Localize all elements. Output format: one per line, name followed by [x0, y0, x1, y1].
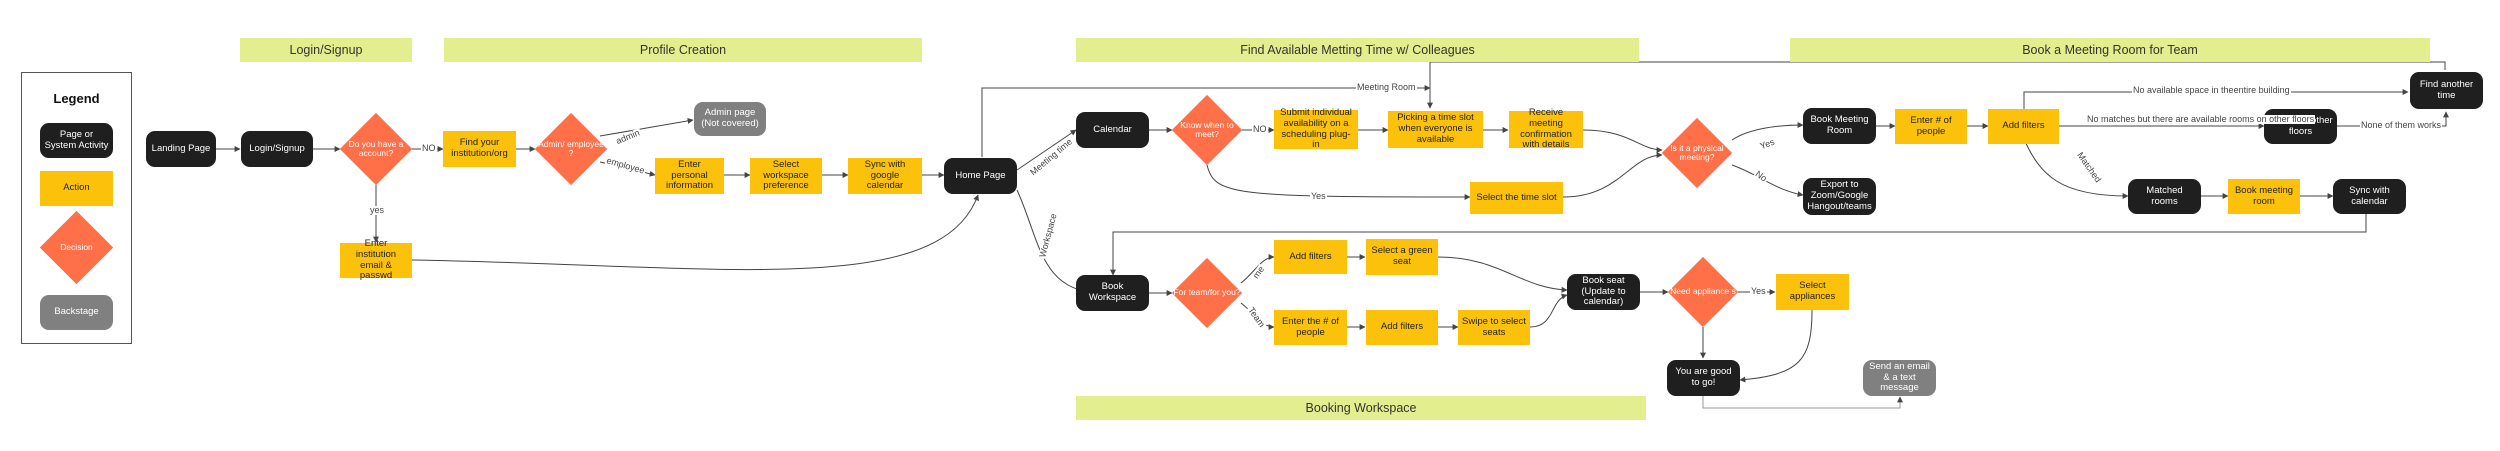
- legend-action-item: Action: [40, 171, 113, 206]
- edge-label-yes: yes: [369, 205, 386, 215]
- edge-physical-no: [1731, 164, 1804, 198]
- legend-title: Legend: [53, 91, 100, 106]
- node-enter-personal-info[interactable]: Enter personal information: [655, 158, 724, 194]
- edge-label-yes2: Yes: [1310, 191, 1327, 201]
- decision-have-account[interactable]: Do you have a account?: [339, 112, 413, 186]
- decision-need-appliances[interactable]: Need appliance s: [1667, 256, 1739, 328]
- node-find-institution[interactable]: Find your institution/org: [443, 131, 516, 167]
- node-book-workspace[interactable]: Book Workspace: [1076, 275, 1149, 311]
- node-book-meeting-room[interactable]: Book Meeting Room: [1803, 108, 1876, 144]
- legend-box: Legend Page or System Activity Action De…: [21, 72, 132, 344]
- node-picking-time-slot[interactable]: Picking a time slot when everyone is ava…: [1388, 111, 1483, 148]
- edge-email-home: [411, 194, 979, 271]
- edge-filters-matched: [2023, 138, 2129, 199]
- edge-label-no: NO: [421, 143, 437, 153]
- node-calendar[interactable]: Calendar: [1076, 112, 1149, 148]
- edge-label-yes4: Yes: [1750, 286, 1767, 296]
- edge-another-bookroom: [1427, 61, 2446, 109]
- edge-label-no2: NO: [1252, 124, 1268, 134]
- node-add-filters-ws[interactable]: Add filters: [1274, 240, 1347, 274]
- node-send-email-text[interactable]: Send an email & a text message: [1863, 360, 1936, 396]
- edge-admin-adminpage: [599, 117, 694, 137]
- edge-filters-nospace: [2023, 89, 2409, 112]
- edge-green-bookseat: [1437, 256, 1568, 293]
- section-profile-creation: Profile Creation: [444, 38, 922, 62]
- section-login-signup: Login/Signup: [240, 38, 412, 62]
- edge-good-email: [1702, 396, 1903, 409]
- node-enter-institution-email[interactable]: Enter institution email & passwd: [340, 238, 412, 281]
- node-add-filters-room[interactable]: Add filters: [1988, 109, 2059, 144]
- node-admin-page[interactable]: Admin page (Not covered): [694, 102, 766, 136]
- edge-label-no-space: No available space in theentire building: [2132, 85, 2291, 95]
- legend-backstage-item: Backstage: [40, 295, 113, 330]
- edge-slot-physical: [1562, 152, 1663, 198]
- node-swipe-select-seats[interactable]: Swipe to select seats: [1458, 310, 1530, 345]
- node-select-appliances[interactable]: Select appliances: [1776, 274, 1849, 310]
- node-submit-availability[interactable]: Submit individual availability on a sche…: [1274, 107, 1358, 150]
- section-find-time: Find Available Metting Time w/ Colleague…: [1076, 38, 1639, 62]
- node-book-seat[interactable]: Book seat (Update to calendar): [1567, 274, 1640, 310]
- decision-physical-meeting[interactable]: Is it a physical meeting?: [1661, 117, 1733, 189]
- edge-sync-workspace: [1110, 214, 2367, 276]
- decision-admin-employee[interactable]: Admin/ employee ?: [534, 112, 608, 186]
- legend-decision-item: Decision: [39, 210, 114, 285]
- node-add-filters-ws2[interactable]: Add filters: [1366, 310, 1438, 345]
- node-login-signup[interactable]: Login/Signup: [241, 131, 313, 167]
- node-export-zoom[interactable]: Export to Zoom/Google Hangout/teams: [1803, 178, 1876, 215]
- edge-swipe-bookseat: [1529, 293, 1568, 328]
- node-sync-google-calendar[interactable]: Sync with google calendar: [848, 158, 922, 194]
- node-landing-page[interactable]: Landing Page: [146, 131, 216, 167]
- edge-know-yes: [1206, 164, 1471, 200]
- node-sync-with-calendar[interactable]: Sync with calendar: [2333, 179, 2406, 214]
- node-matched-rooms[interactable]: Matched rooms: [2128, 179, 2201, 214]
- edge-selectapp-good: [1739, 309, 1813, 383]
- edge-receive-physical: [1582, 129, 1663, 153]
- decision-know-when-to-meet[interactable]: Know when to meet?: [1171, 94, 1243, 166]
- node-select-workspace-pref[interactable]: Select workspace preference: [750, 158, 822, 194]
- edge-label-no-matches: No matches but there are available rooms…: [2086, 114, 2316, 124]
- edge-label-none-work: None of them works: [2360, 120, 2443, 130]
- legend-page-item: Page or System Activity: [40, 123, 113, 158]
- node-good-to-go[interactable]: You are good to go!: [1667, 360, 1740, 396]
- node-enter-num-people-ws[interactable]: Enter the # of people: [1274, 310, 1347, 345]
- node-receive-confirmation[interactable]: Receive meeting confirmation with detail…: [1509, 107, 1583, 150]
- decision-for-team-or-you[interactable]: For team/for you?: [1171, 257, 1243, 329]
- section-booking-workspace: Booking Workspace: [1076, 396, 1646, 420]
- edge-physical-yes: [1731, 122, 1804, 141]
- node-find-another-time[interactable]: Find another time: [2410, 72, 2483, 109]
- edge-label-meeting-room: Meeting Room: [1356, 82, 1417, 92]
- node-select-time-slot[interactable]: Select the time slot: [1470, 182, 1563, 214]
- node-enter-num-people[interactable]: Enter # of people: [1895, 109, 1967, 144]
- edge-home-meetingroom: [981, 85, 1431, 157]
- section-book-room: Book a Meeting Room for Team: [1790, 38, 2430, 62]
- node-book-meeting-room-action[interactable]: Book meeting room: [2228, 179, 2300, 214]
- node-home-page[interactable]: Home Page: [944, 158, 1017, 194]
- node-select-green-seat[interactable]: Select a green seat: [1366, 239, 1438, 275]
